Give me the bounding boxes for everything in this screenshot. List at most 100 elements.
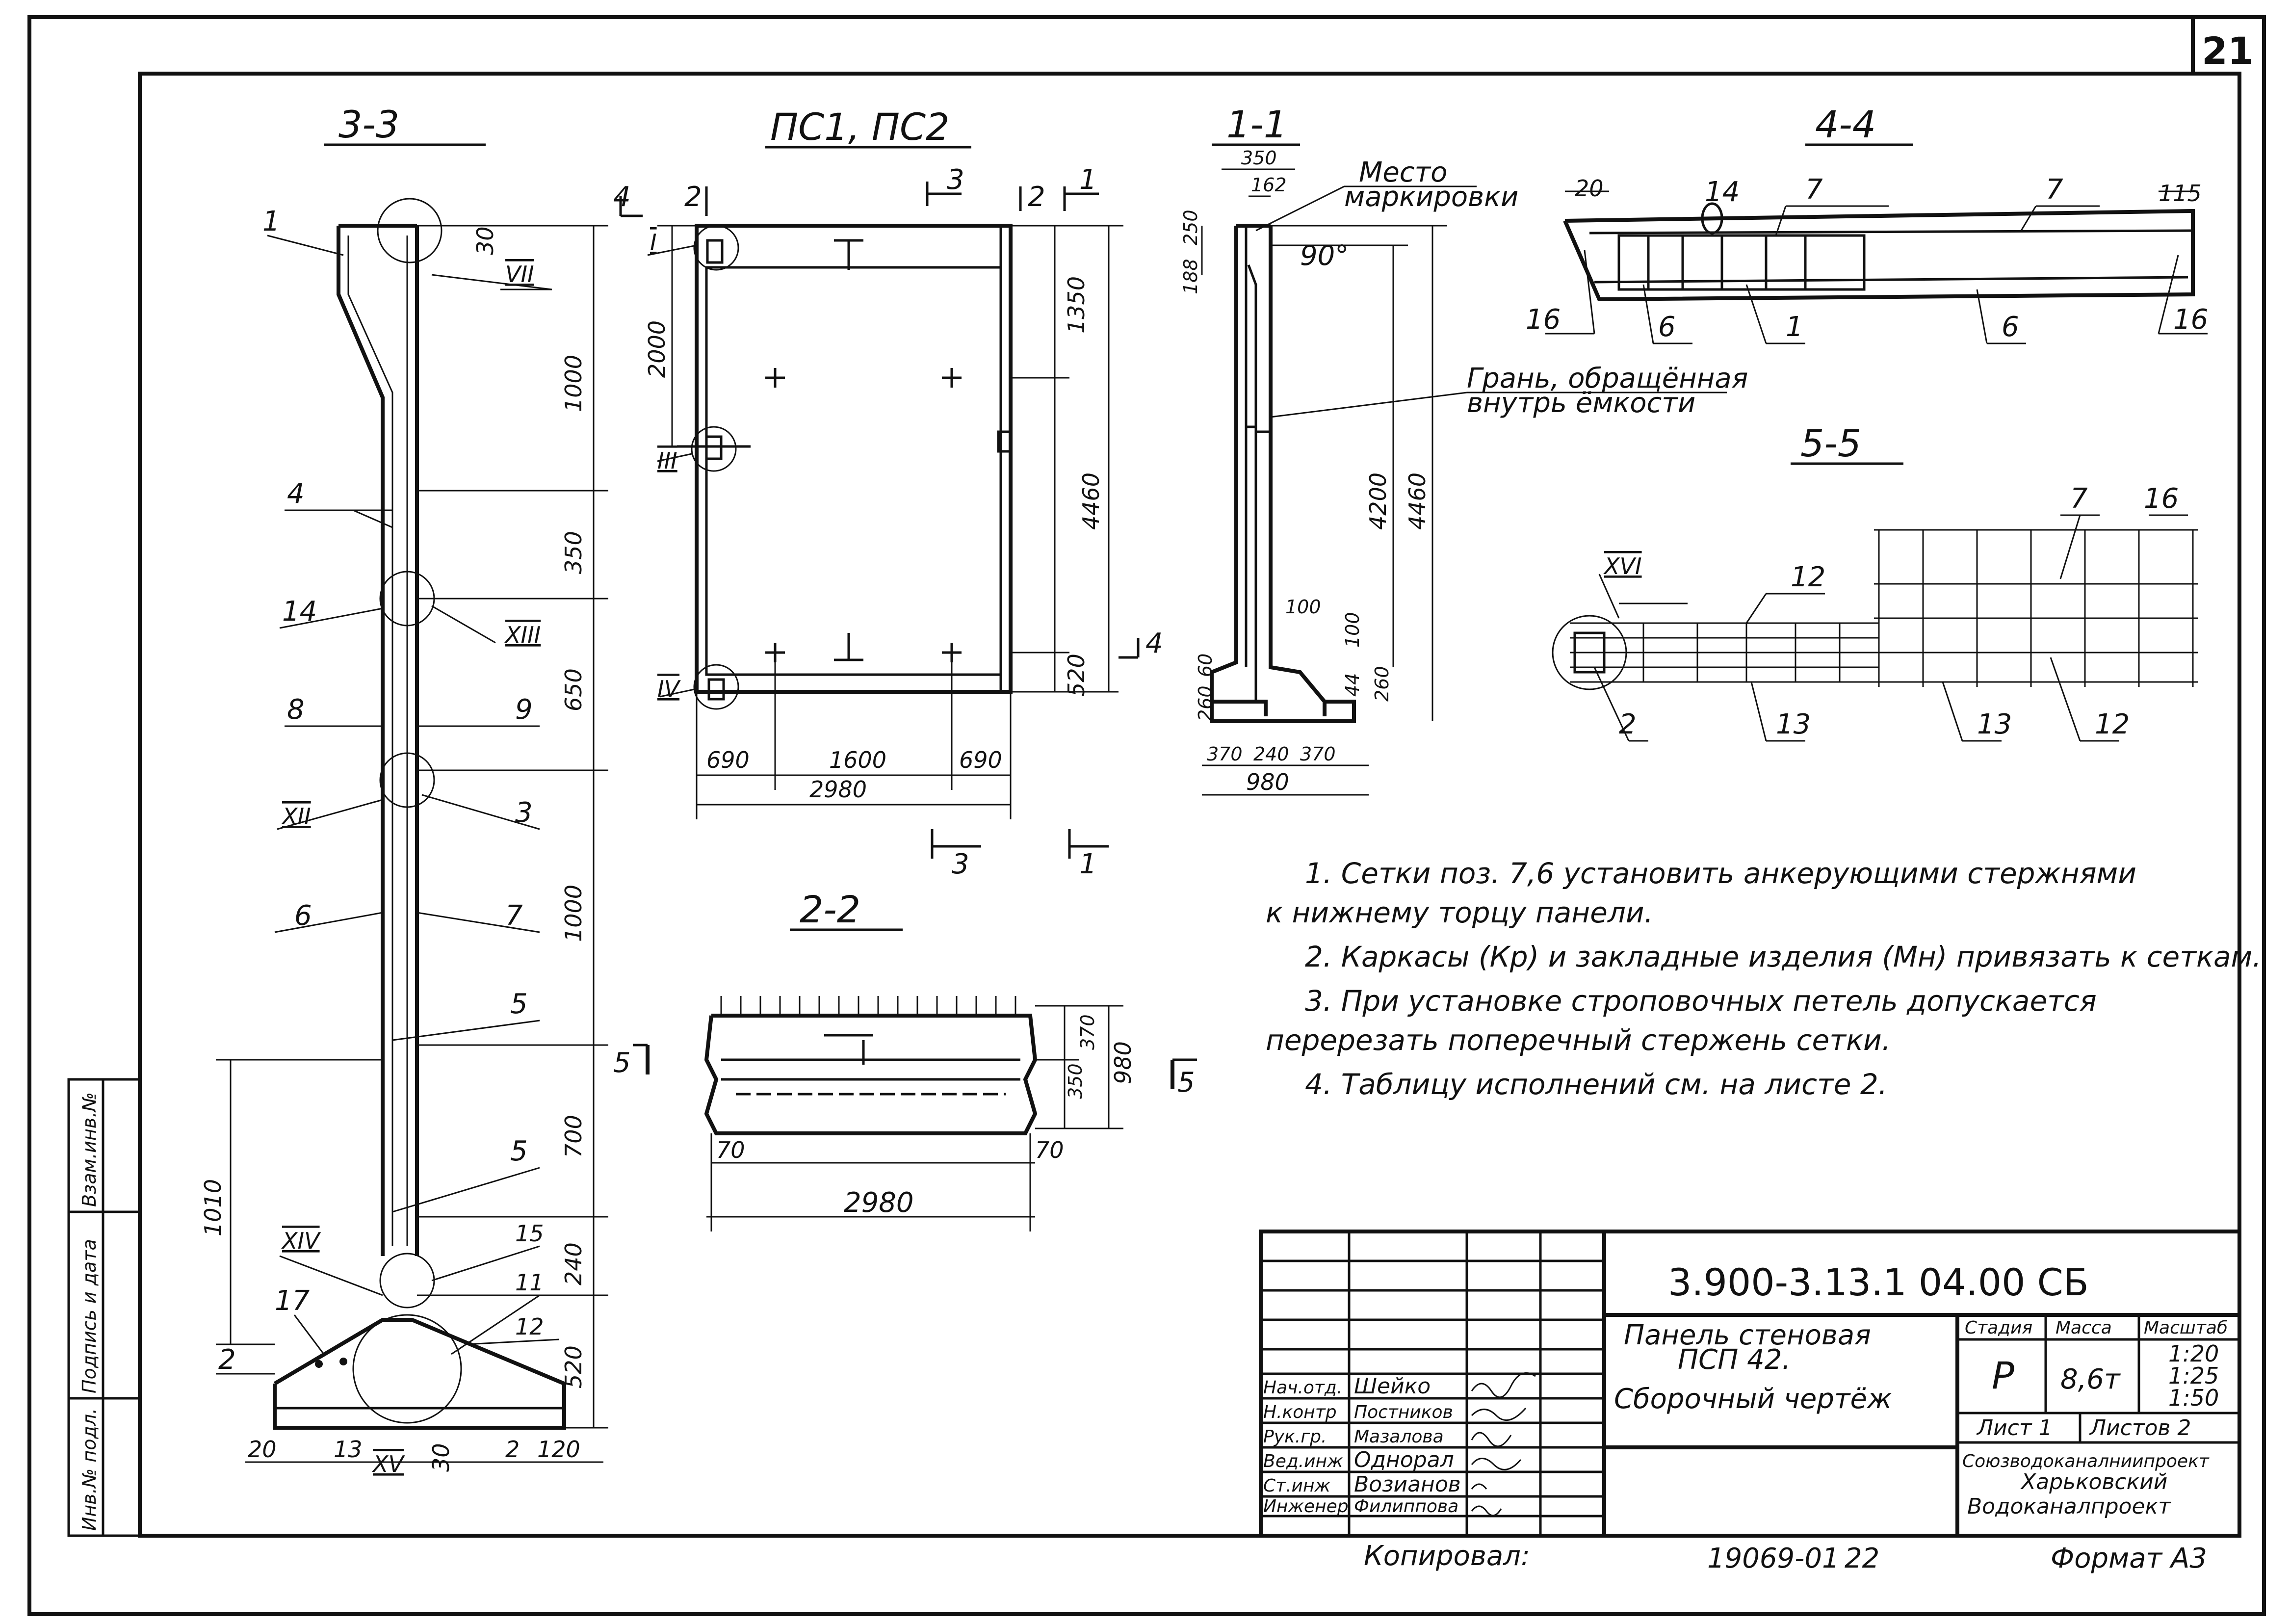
s33-pos-6: 6 xyxy=(294,900,312,932)
view-pc: ПС1, ПС2 I III IV xyxy=(613,105,1163,880)
pc-mark-IV: IV xyxy=(657,676,681,702)
s44-pos-1: 1 xyxy=(1786,311,1803,343)
section-1-1: 1-1 350 162 250 188 90° Место маркировки… xyxy=(1180,103,1748,796)
sheet-number: 21 xyxy=(2202,29,2254,73)
notes: 1. Сетки поз. 7,6 установить анкерующими… xyxy=(1266,857,2262,1101)
pc-dim-2980: 2980 xyxy=(809,776,867,803)
tb-scale-2: 1:25 xyxy=(2168,1362,2219,1389)
s11-dim-100b: 100 xyxy=(1342,612,1363,648)
note-2: 2. Каркасы (Кр) и закладные изделия (Мн)… xyxy=(1305,940,2262,973)
s33-pos-12: 12 xyxy=(515,1313,544,1340)
footer-archive: 19069-01 xyxy=(1707,1543,1840,1574)
s55-pos-13a: 13 xyxy=(1776,708,1811,740)
tb-role-3: Вед.инж xyxy=(1263,1451,1343,1471)
s11-dim-370b: 370 xyxy=(1300,743,1336,765)
tb-name-3r: Однорал xyxy=(1354,1447,1454,1472)
s33-pos-XII: XII xyxy=(281,803,311,830)
note-3: 3. При установке строповочных петель доп… xyxy=(1305,984,2097,1018)
s11-label-place-1: Место xyxy=(1359,157,1447,188)
pc-mark-4b: 4 xyxy=(1145,628,1163,659)
pc-dim-4460: 4460 xyxy=(1078,472,1104,530)
s33-pos-9: 9 xyxy=(515,694,533,726)
s44-pos-16b: 16 xyxy=(2173,304,2208,336)
s55-pos-XVI: XVI xyxy=(1603,553,1642,579)
pc-mark-4a: 4 xyxy=(613,181,631,213)
s33-dim-30: 30 xyxy=(472,226,498,255)
section-1-1-title: 1-1 xyxy=(1226,103,1287,146)
tb-role-5: Инженер xyxy=(1263,1496,1349,1517)
s33-pos-5b: 5 xyxy=(510,1135,528,1167)
s33-pos-5a: 5 xyxy=(510,988,528,1020)
s33-dim-650: 650 xyxy=(560,668,587,711)
s44-dim-115: 115 xyxy=(2159,180,2202,207)
tb-name-2r: Мазалова xyxy=(1354,1427,1444,1447)
pc-mark-I: I xyxy=(650,229,657,256)
s33-pos-1: 1 xyxy=(262,206,280,237)
s33-pos-2: 2 xyxy=(218,1344,236,1376)
s11-dim-4460: 4460 xyxy=(1404,472,1431,530)
tb-sheet: Лист 1 xyxy=(1976,1415,2052,1441)
section-2-2-title: 2-2 xyxy=(800,888,860,931)
s33-pos-XIII: XIII xyxy=(504,622,541,648)
tb-mass: 8,6т xyxy=(2060,1363,2121,1395)
s55-pos-16: 16 xyxy=(2144,483,2179,515)
pc-mark-1b: 1 xyxy=(1079,848,1097,880)
tb-role-0: Нач.отд. xyxy=(1263,1378,1342,1398)
s33-dim-1000b: 1000 xyxy=(560,885,587,942)
footer-format: Формат А3 xyxy=(2051,1543,2207,1574)
s22-dim-350: 350 xyxy=(1065,1063,1086,1099)
tb-scale-label: Масштаб xyxy=(2144,1318,2228,1338)
tb-name-4r: Возианов xyxy=(1354,1472,1461,1497)
tb-name-0: Шейко xyxy=(1354,1374,1431,1399)
tb-org-1: Союзводоканалниипроект xyxy=(1962,1451,2210,1471)
s11-dim-162: 162 xyxy=(1251,174,1287,196)
section-5-5: 5-5 xyxy=(1552,421,2198,742)
note-1b: к нижнему торцу панели. xyxy=(1266,896,1653,929)
s11-dim-250: 250 xyxy=(1180,210,1201,245)
s55-pos-2: 2 xyxy=(1619,708,1637,740)
footer-archive-sheet: 22 xyxy=(1845,1543,1879,1574)
s44-pos-6b: 6 xyxy=(2002,311,2019,343)
tb-name-5r: Филиппова xyxy=(1354,1496,1458,1517)
title-block: 3.900-3.13.1 04.00 СБ Панель стеновая ПС… xyxy=(1259,1230,2241,1538)
pc-dim-1600: 1600 xyxy=(829,747,886,773)
s55-pos-12b: 12 xyxy=(2095,708,2130,740)
sheet-frame: 21 xyxy=(27,15,2266,1616)
s44-pos-7b: 7 xyxy=(2046,174,2063,206)
s33-pos-3: 3 xyxy=(515,797,533,829)
s11-dim-350: 350 xyxy=(1241,147,1277,169)
s22-mark-5b: 5 xyxy=(1177,1067,1195,1099)
note-1: 1. Сетки поз. 7,6 установить анкерующими… xyxy=(1305,857,2136,890)
s33-dim-1000a: 1000 xyxy=(560,355,587,412)
s33-dim-2: 2 xyxy=(505,1436,520,1463)
s22-dim-70b: 70 xyxy=(1035,1137,1064,1163)
s22-dim-980: 980 xyxy=(1110,1041,1136,1084)
s33-dim-240: 240 xyxy=(560,1242,587,1285)
margin-stamp-sign: Подпись и дата xyxy=(78,1239,100,1393)
s11-dim-44: 44 xyxy=(1342,673,1363,697)
s33-pos-14: 14 xyxy=(282,596,317,628)
tb-code: 3.900-3.13.1 04.00 СБ xyxy=(1668,1260,2089,1304)
tb-role-1: Н.контр xyxy=(1263,1402,1337,1422)
s33-pos-8: 8 xyxy=(287,694,305,726)
s33-pos-VII: VII xyxy=(505,261,534,288)
tb-doctype: Сборочный чертёж xyxy=(1614,1383,1892,1415)
pc-dim-2000: 2000 xyxy=(644,320,670,378)
s11-dim-260r: 260 xyxy=(1371,666,1393,702)
s55-pos-12a: 12 xyxy=(1791,561,1825,593)
footer: Копировал: 19069-01 22 Формат А3 xyxy=(1364,1540,2207,1574)
margin-stamp-inv: Инв.№ подл. xyxy=(78,1408,100,1531)
section-4-4: 4-4 20 115 14 7 7 16 6 1 6 16 xyxy=(1526,103,2208,344)
tb-sheets: Листов 2 xyxy=(2089,1415,2191,1441)
pc-mark-3b: 3 xyxy=(952,848,969,880)
s11-dim-188: 188 xyxy=(1180,259,1201,294)
margin-stamp: Инв.№ подл. Подпись и дата Взам.инв.№ xyxy=(67,1078,141,1537)
s44-dim-20: 20 xyxy=(1575,175,1604,202)
tb-stage-label: Стадия xyxy=(1965,1318,2032,1338)
s11-dim-370a: 370 xyxy=(1207,743,1243,765)
pc-mark-2b: 2 xyxy=(1028,181,1045,213)
s22-mark-5a: 5 xyxy=(613,1047,631,1079)
section-3-3-title: 3-3 xyxy=(338,103,399,146)
tb-stage: Р xyxy=(1992,1354,2014,1397)
s33-pos-17: 17 xyxy=(275,1285,310,1317)
